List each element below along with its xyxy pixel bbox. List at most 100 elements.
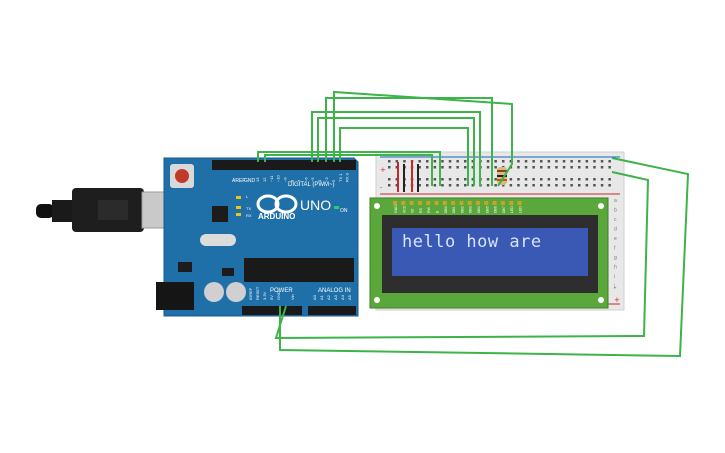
breadboard-hole[interactable] — [585, 184, 589, 187]
lcd-pin[interactable] — [509, 201, 514, 205]
breadboard-hole[interactable] — [388, 178, 391, 181]
lcd-pin[interactable] — [451, 201, 456, 205]
lcd-pin[interactable] — [409, 201, 414, 205]
breadboard-hole[interactable] — [471, 160, 475, 163]
breadboard-hole[interactable] — [608, 184, 611, 187]
breadboard-hole[interactable] — [471, 184, 475, 187]
breadboard-hole[interactable] — [524, 166, 528, 169]
breadboard-hole[interactable] — [547, 160, 551, 163]
breadboard-hole[interactable] — [593, 178, 596, 181]
breadboard-hole[interactable] — [532, 166, 535, 169]
breadboard-hole[interactable] — [486, 178, 490, 181]
breadboard-hole[interactable] — [494, 184, 497, 187]
breadboard-hole[interactable] — [403, 160, 406, 163]
breadboard-hole[interactable] — [441, 184, 444, 187]
breadboard-hole[interactable] — [540, 166, 543, 169]
breadboard-hole[interactable] — [448, 160, 452, 163]
lcd-pin[interactable] — [434, 201, 439, 205]
breadboard-hole[interactable] — [486, 166, 490, 169]
breadboard-hole[interactable] — [456, 166, 459, 169]
breadboard-hole[interactable] — [494, 178, 497, 181]
breadboard-hole[interactable] — [555, 166, 558, 169]
breadboard-hole[interactable] — [540, 178, 543, 181]
breadboard-hole[interactable] — [517, 178, 520, 181]
breadboard-hole[interactable] — [524, 178, 528, 181]
breadboard-hole[interactable] — [426, 184, 429, 187]
breadboard-hole[interactable] — [464, 178, 467, 181]
lcd-pin[interactable] — [442, 201, 447, 205]
lcd-pin[interactable] — [401, 201, 406, 205]
lcd-pin[interactable] — [426, 201, 431, 205]
breadboard-hole[interactable] — [585, 160, 589, 163]
breadboard-hole[interactable] — [562, 166, 566, 169]
breadboard-hole[interactable] — [517, 184, 520, 187]
breadboard-hole[interactable] — [509, 160, 513, 163]
breadboard-hole[interactable] — [570, 184, 573, 187]
breadboard-hole[interactable] — [578, 184, 581, 187]
breadboard-hole[interactable] — [547, 166, 551, 169]
breadboard-hole[interactable] — [562, 178, 566, 181]
breadboard-hole[interactable] — [509, 184, 513, 187]
breadboard-hole[interactable] — [448, 178, 452, 181]
breadboard-hole[interactable] — [570, 166, 573, 169]
breadboard-hole[interactable] — [418, 166, 421, 169]
breadboard-hole[interactable] — [585, 166, 589, 169]
breadboard-hole[interactable] — [502, 184, 505, 187]
breadboard-hole[interactable] — [600, 178, 604, 181]
breadboard-hole[interactable] — [600, 184, 604, 187]
lcd-pin[interactable] — [393, 201, 397, 205]
lcd-pin[interactable] — [476, 201, 480, 205]
lcd-pin[interactable] — [484, 201, 489, 205]
breadboard-hole[interactable] — [509, 178, 513, 181]
breadboard-hole[interactable] — [532, 178, 535, 181]
breadboard-hole[interactable] — [388, 166, 391, 169]
breadboard-hole[interactable] — [464, 184, 467, 187]
breadboard-hole[interactable] — [388, 160, 391, 163]
breadboard-hole[interactable] — [608, 160, 611, 163]
breadboard-hole[interactable] — [608, 166, 611, 169]
breadboard-hole[interactable] — [456, 160, 459, 163]
breadboard-hole[interactable] — [388, 184, 391, 187]
breadboard-hole[interactable] — [547, 184, 551, 187]
breadboard-hole[interactable] — [464, 160, 467, 163]
breadboard-hole[interactable] — [441, 166, 444, 169]
breadboard-hole[interactable] — [562, 184, 566, 187]
breadboard-hole[interactable] — [593, 160, 596, 163]
breadboard-hole[interactable] — [578, 178, 581, 181]
breadboard-hole[interactable] — [517, 160, 520, 163]
breadboard-hole[interactable] — [540, 184, 543, 187]
breadboard-hole[interactable] — [471, 178, 475, 181]
lcd-pin[interactable] — [517, 201, 522, 205]
breadboard-hole[interactable] — [494, 160, 497, 163]
breadboard-hole[interactable] — [524, 160, 528, 163]
breadboard-hole[interactable] — [600, 166, 604, 169]
breadboard-hole[interactable] — [524, 184, 528, 187]
breadboard-hole[interactable] — [418, 178, 421, 181]
breadboard-hole[interactable] — [578, 166, 581, 169]
breadboard-hole[interactable] — [532, 184, 535, 187]
breadboard-hole[interactable] — [578, 160, 581, 163]
breadboard-hole[interactable] — [593, 184, 596, 187]
breadboard-hole[interactable] — [555, 184, 558, 187]
breadboard-hole[interactable] — [540, 160, 543, 163]
breadboard-hole[interactable] — [426, 178, 429, 181]
breadboard-hole[interactable] — [456, 178, 459, 181]
breadboard-hole[interactable] — [433, 160, 437, 163]
wires[interactable] — [257, 90, 690, 358]
breadboard-hole[interactable] — [570, 178, 573, 181]
usb-cable[interactable] — [36, 188, 169, 232]
breadboard-hole[interactable] — [593, 166, 596, 169]
breadboard-hole[interactable] — [502, 160, 505, 163]
breadboard-hole[interactable] — [441, 160, 444, 163]
breadboard-hole[interactable] — [585, 178, 589, 181]
breadboard-hole[interactable] — [517, 166, 520, 169]
breadboard-hole[interactable] — [456, 184, 459, 187]
lcd-pin[interactable] — [467, 201, 472, 205]
breadboard-hole[interactable] — [395, 184, 399, 187]
lcd-pin[interactable] — [500, 201, 505, 205]
lcd-pin[interactable] — [459, 201, 464, 205]
lcd-pin[interactable] — [492, 201, 497, 205]
power-jack[interactable] — [156, 282, 194, 310]
breadboard-hole[interactable] — [418, 160, 421, 163]
